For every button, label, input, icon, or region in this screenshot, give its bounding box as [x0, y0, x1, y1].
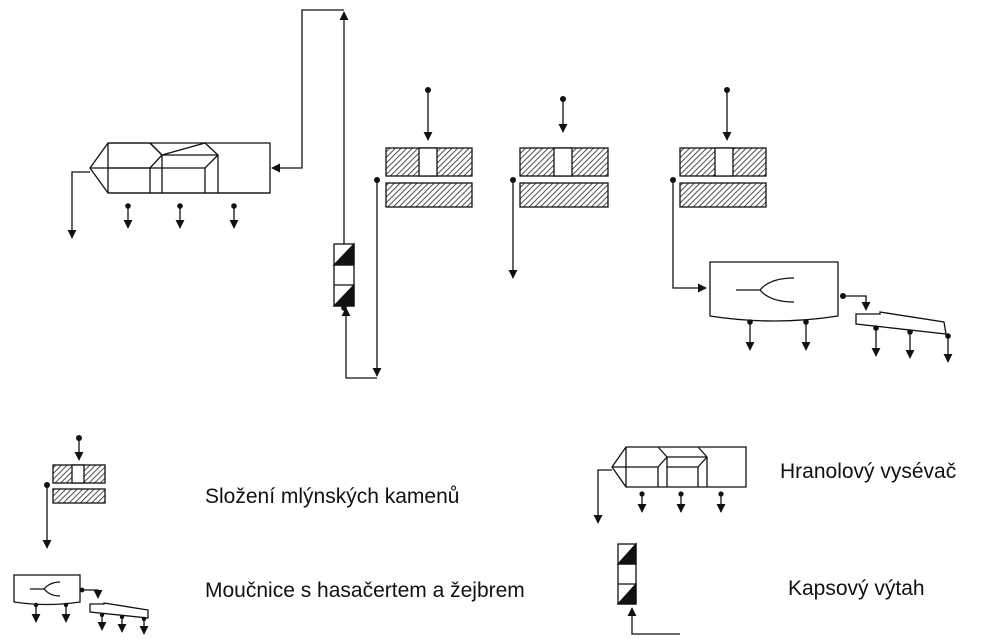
legend-hexagonal-sifter-symbol: [611, 446, 747, 488]
legend-millstones-symbol: [52, 464, 106, 504]
hexagonal-sifter-main: [89, 142, 271, 194]
flour-dresser-main: [709, 261, 839, 322]
bucket-elevator-main: [332, 242, 355, 307]
millstone-pair-1: [385, 147, 473, 208]
legend-flour-dresser-symbol: [13, 574, 149, 619]
legend-millstones-label: Složení mlýnských kamenů: [205, 485, 460, 508]
return-to-elevator-line: [341, 307, 377, 379]
legend-bucket-elevator-label: Kapsový výtah: [788, 577, 925, 600]
legend-flour-dresser-label: Moučnice s hasačertem a žejbrem: [205, 579, 525, 602]
legend-hexagonal-sifter-label: Hranolový vysévač: [780, 460, 957, 483]
sifter-main-outputs: [67, 171, 239, 239]
bolter-main: [855, 311, 947, 335]
elevator-to-sifter-line: [271, 9, 344, 173]
legend-bucket-elevator-symbol: [616, 542, 637, 605]
millstone-pair-3: [679, 147, 767, 208]
millstone-pair-2: [519, 147, 609, 208]
